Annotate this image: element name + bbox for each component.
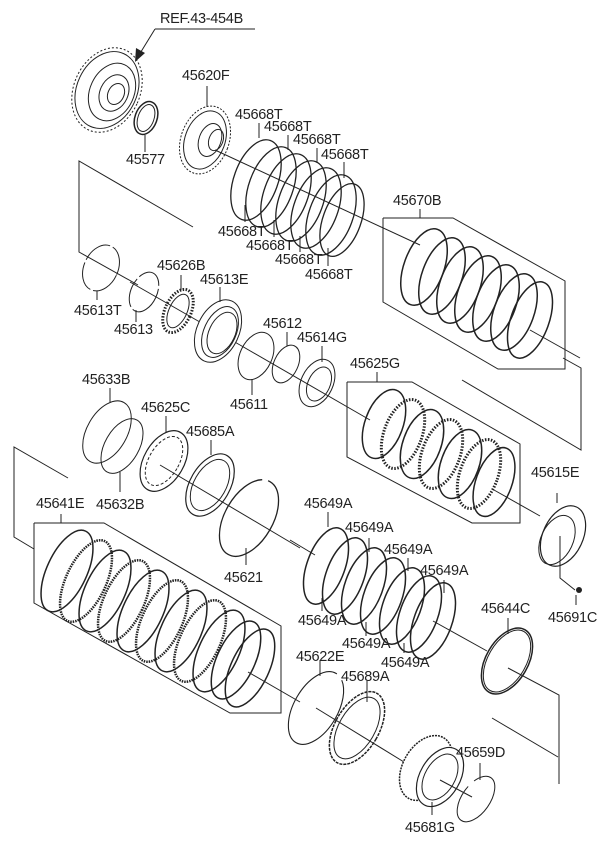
label-45612[interactable]: 45612	[263, 316, 302, 332]
label-45668T-2[interactable]: 45668T	[264, 119, 312, 135]
label-45668T-5[interactable]: 45668T	[218, 224, 266, 240]
label-45613[interactable]: 45613	[114, 322, 153, 338]
part-45613[interactable]: 45613	[114, 267, 165, 338]
label-45644C[interactable]: 45644C	[481, 601, 530, 617]
label-45625G[interactable]: 45625G	[350, 356, 400, 372]
label-45649A-4[interactable]: 45649A	[420, 563, 469, 579]
group-box-45625G	[346, 381, 521, 524]
label-45622E[interactable]: 45622E	[296, 649, 345, 665]
part-45641E[interactable]: 45641E	[30, 496, 301, 714]
part-45622E[interactable]: 45622E	[277, 649, 355, 754]
label-45670B[interactable]: 45670B	[393, 193, 442, 209]
label-45611[interactable]: 45611	[230, 397, 268, 413]
part-45625G[interactable]: 45625G	[346, 356, 541, 524]
part-45681G[interactable]: 45681G	[389, 726, 474, 836]
reference-drum-gear	[71, 47, 143, 133]
part-stack-45668T[interactable]: 45668T 45668T 45668T 45668T 45668T 45668…	[218, 107, 373, 283]
part-45621[interactable]: 45621	[207, 470, 291, 586]
part-45615E[interactable]: 45615E	[531, 465, 595, 573]
label-45681G[interactable]: 45681G	[405, 820, 455, 836]
label-45668T-3[interactable]: 45668T	[293, 132, 341, 148]
label-45613E[interactable]: 45613E	[200, 272, 249, 288]
group-box-45641E	[33, 522, 282, 714]
label-45668T-4[interactable]: 45668T	[321, 147, 369, 163]
label-45620F[interactable]: 45620F	[182, 68, 230, 84]
part-45633B[interactable]: 45633B	[73, 372, 142, 471]
label-45614G[interactable]: 45614G	[297, 330, 347, 346]
label-45615E[interactable]: 45615E	[531, 465, 580, 481]
label-45689A[interactable]: 45689A	[341, 669, 390, 685]
label-45649A-1[interactable]: 45649A	[304, 496, 353, 512]
label-45621[interactable]: 45621	[224, 570, 263, 586]
label-45649A-3[interactable]: 45649A	[384, 542, 433, 558]
label-45577[interactable]: 45577	[126, 152, 165, 168]
part-45625C[interactable]: 45625C	[130, 400, 198, 500]
label-45625C[interactable]: 45625C	[141, 400, 190, 416]
plate-stack-45670B	[400, 228, 554, 359]
group-bracket-lower-left	[13, 446, 69, 550]
reference-label[interactable]: REF.43-454B	[160, 11, 243, 27]
label-45685A[interactable]: 45685A	[186, 424, 235, 440]
part-45659D[interactable]: 45659D	[450, 745, 505, 828]
arrowhead-icon	[135, 48, 145, 62]
part-45626B[interactable]: 45626B	[156, 258, 206, 337]
part-45670B[interactable]: 45670B	[382, 193, 581, 370]
label-45641E[interactable]: 45641E	[36, 496, 85, 512]
label-45626B[interactable]: 45626B	[157, 258, 206, 274]
label-45649A-2[interactable]: 45649A	[345, 520, 394, 536]
label-45668T-7[interactable]: 45668T	[275, 252, 323, 268]
label-45613T[interactable]: 45613T	[74, 303, 122, 319]
label-45668T-6[interactable]: 45668T	[246, 238, 294, 254]
part-45613T[interactable]: 45613T	[74, 239, 127, 319]
label-45691C[interactable]: 45691C	[548, 610, 597, 626]
group-box-45670B	[382, 217, 566, 370]
part-45614G[interactable]: 45614G	[292, 330, 347, 412]
group-bracket-right	[461, 357, 582, 451]
part-45644C[interactable]: 45644C	[471, 601, 543, 703]
part-45691C[interactable]: 45691C	[548, 536, 597, 626]
label-45659D[interactable]: 45659D	[456, 745, 505, 761]
label-45649A-5[interactable]: 45649A	[298, 613, 347, 629]
part-45577[interactable]: 45577	[126, 98, 165, 168]
label-45633B[interactable]: 45633B	[82, 372, 131, 388]
part-stack-45649A[interactable]: 45649A 45649A 45649A 45649A 45649A 45649…	[289, 496, 469, 671]
plate-stack-45641E	[40, 529, 276, 708]
part-45632B[interactable]: 45632B	[92, 412, 151, 513]
part-45685A[interactable]: 45685A	[176, 424, 245, 524]
plate-stack-45668T	[230, 139, 365, 257]
label-45668T-1[interactable]: 45668T	[235, 107, 283, 123]
part-45612[interactable]: 45612	[263, 316, 305, 387]
part-45613E[interactable]: 45613E	[185, 272, 251, 370]
label-45649A-6[interactable]: 45649A	[342, 636, 391, 652]
part-45689A[interactable]: 45689A	[318, 669, 396, 774]
label-45649A-7[interactable]: 45649A	[381, 655, 430, 671]
plate-stack-45625G	[361, 388, 516, 518]
part-45620F[interactable]: 45620F	[170, 68, 239, 181]
plate-stack-45649A	[302, 527, 457, 660]
label-45632B[interactable]: 45632B	[96, 497, 145, 513]
group-bracket-lower-right	[507, 667, 560, 784]
bolt-icon	[576, 587, 582, 593]
label-45668T-8[interactable]: 45668T	[305, 267, 353, 283]
group-bracket-upper	[78, 160, 194, 286]
reference-callout[interactable]: REF.43-454B	[135, 11, 255, 62]
